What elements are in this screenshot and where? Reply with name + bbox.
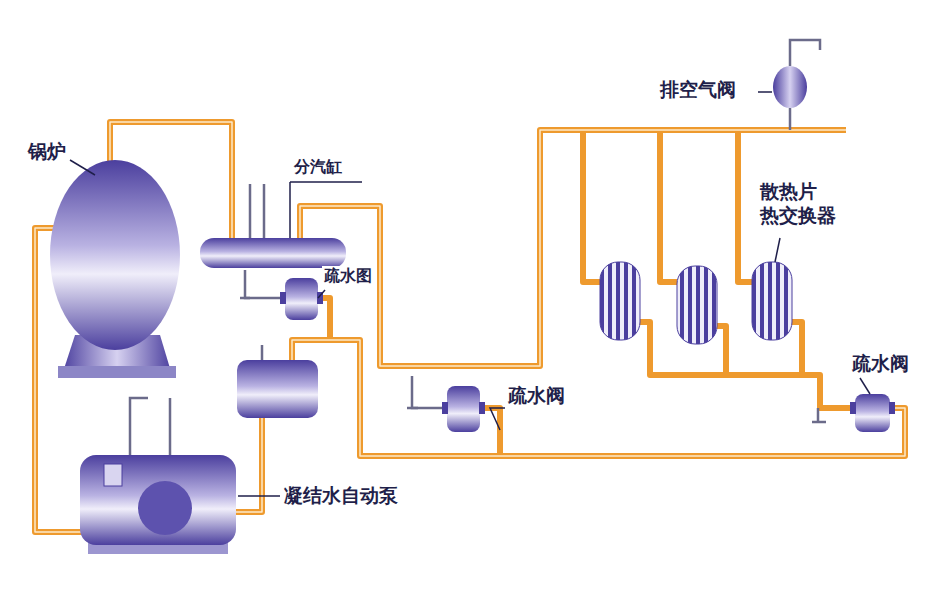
condensate-pump-label: 凝结水自动泵 — [282, 484, 400, 507]
boiler-label: 锅炉 — [26, 140, 68, 163]
steam-header-label: 分汽缸 — [292, 157, 344, 176]
air-vent-label: 排空气阀 — [658, 78, 738, 101]
trap-valve-label: 疏水阀 — [506, 384, 567, 407]
trap-valve-label: 疏水阀 — [850, 352, 911, 375]
trap-label: 疏水图 — [322, 266, 374, 285]
radiator-label: 散热片 热交换器 — [758, 180, 844, 228]
